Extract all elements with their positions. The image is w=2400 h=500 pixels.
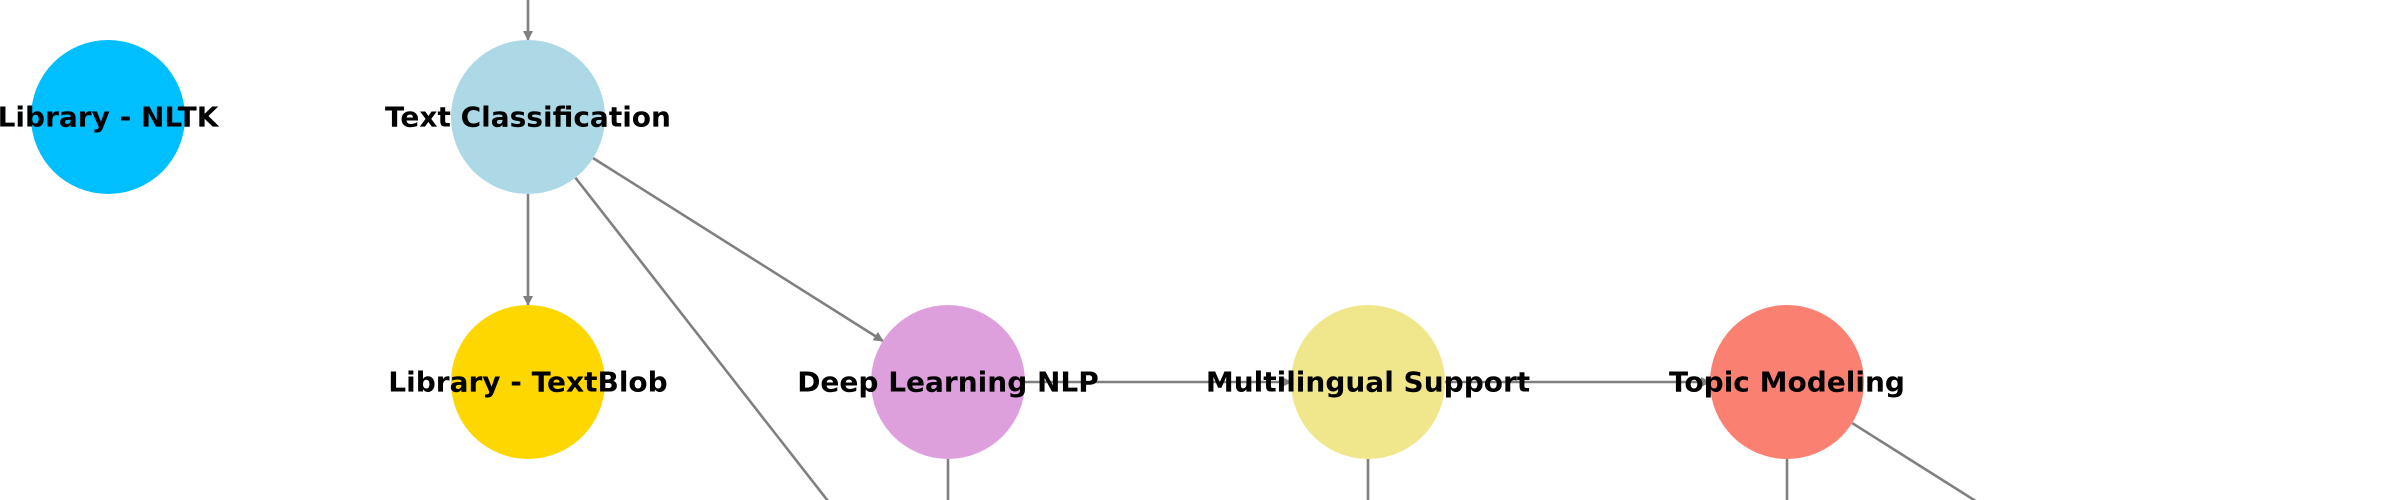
node-topic	[1710, 305, 1864, 459]
node-label-textblob: Library - TextBlob	[388, 366, 667, 399]
node-label-dlnlp: Deep Learning NLP	[797, 366, 1099, 399]
node-multi	[1291, 305, 1445, 459]
node-label-multi: Multilingual Support	[1206, 366, 1530, 399]
edges-layer	[523, 0, 1977, 500]
nodes-layer	[31, 40, 1864, 459]
edge-textclass-to-offscreen-bottom	[574, 176, 829, 500]
node-textblob	[451, 305, 605, 459]
edge-textclass-to-dlnlp	[592, 156, 884, 343]
node-label-textclass: Text Classification	[385, 101, 671, 134]
node-dlnlp	[871, 305, 1025, 459]
labels-layer: Library - NLTK Text ClassificationLibrary…	[0, 101, 1905, 399]
node-textclass	[451, 40, 605, 194]
node-nltk	[31, 40, 185, 194]
node-label-topic: Topic Modeling	[1669, 366, 1905, 399]
edge-topic-to-offscreen-bottom-right	[1851, 421, 1977, 500]
node-label-nltk: Library - NLTK	[0, 101, 220, 134]
